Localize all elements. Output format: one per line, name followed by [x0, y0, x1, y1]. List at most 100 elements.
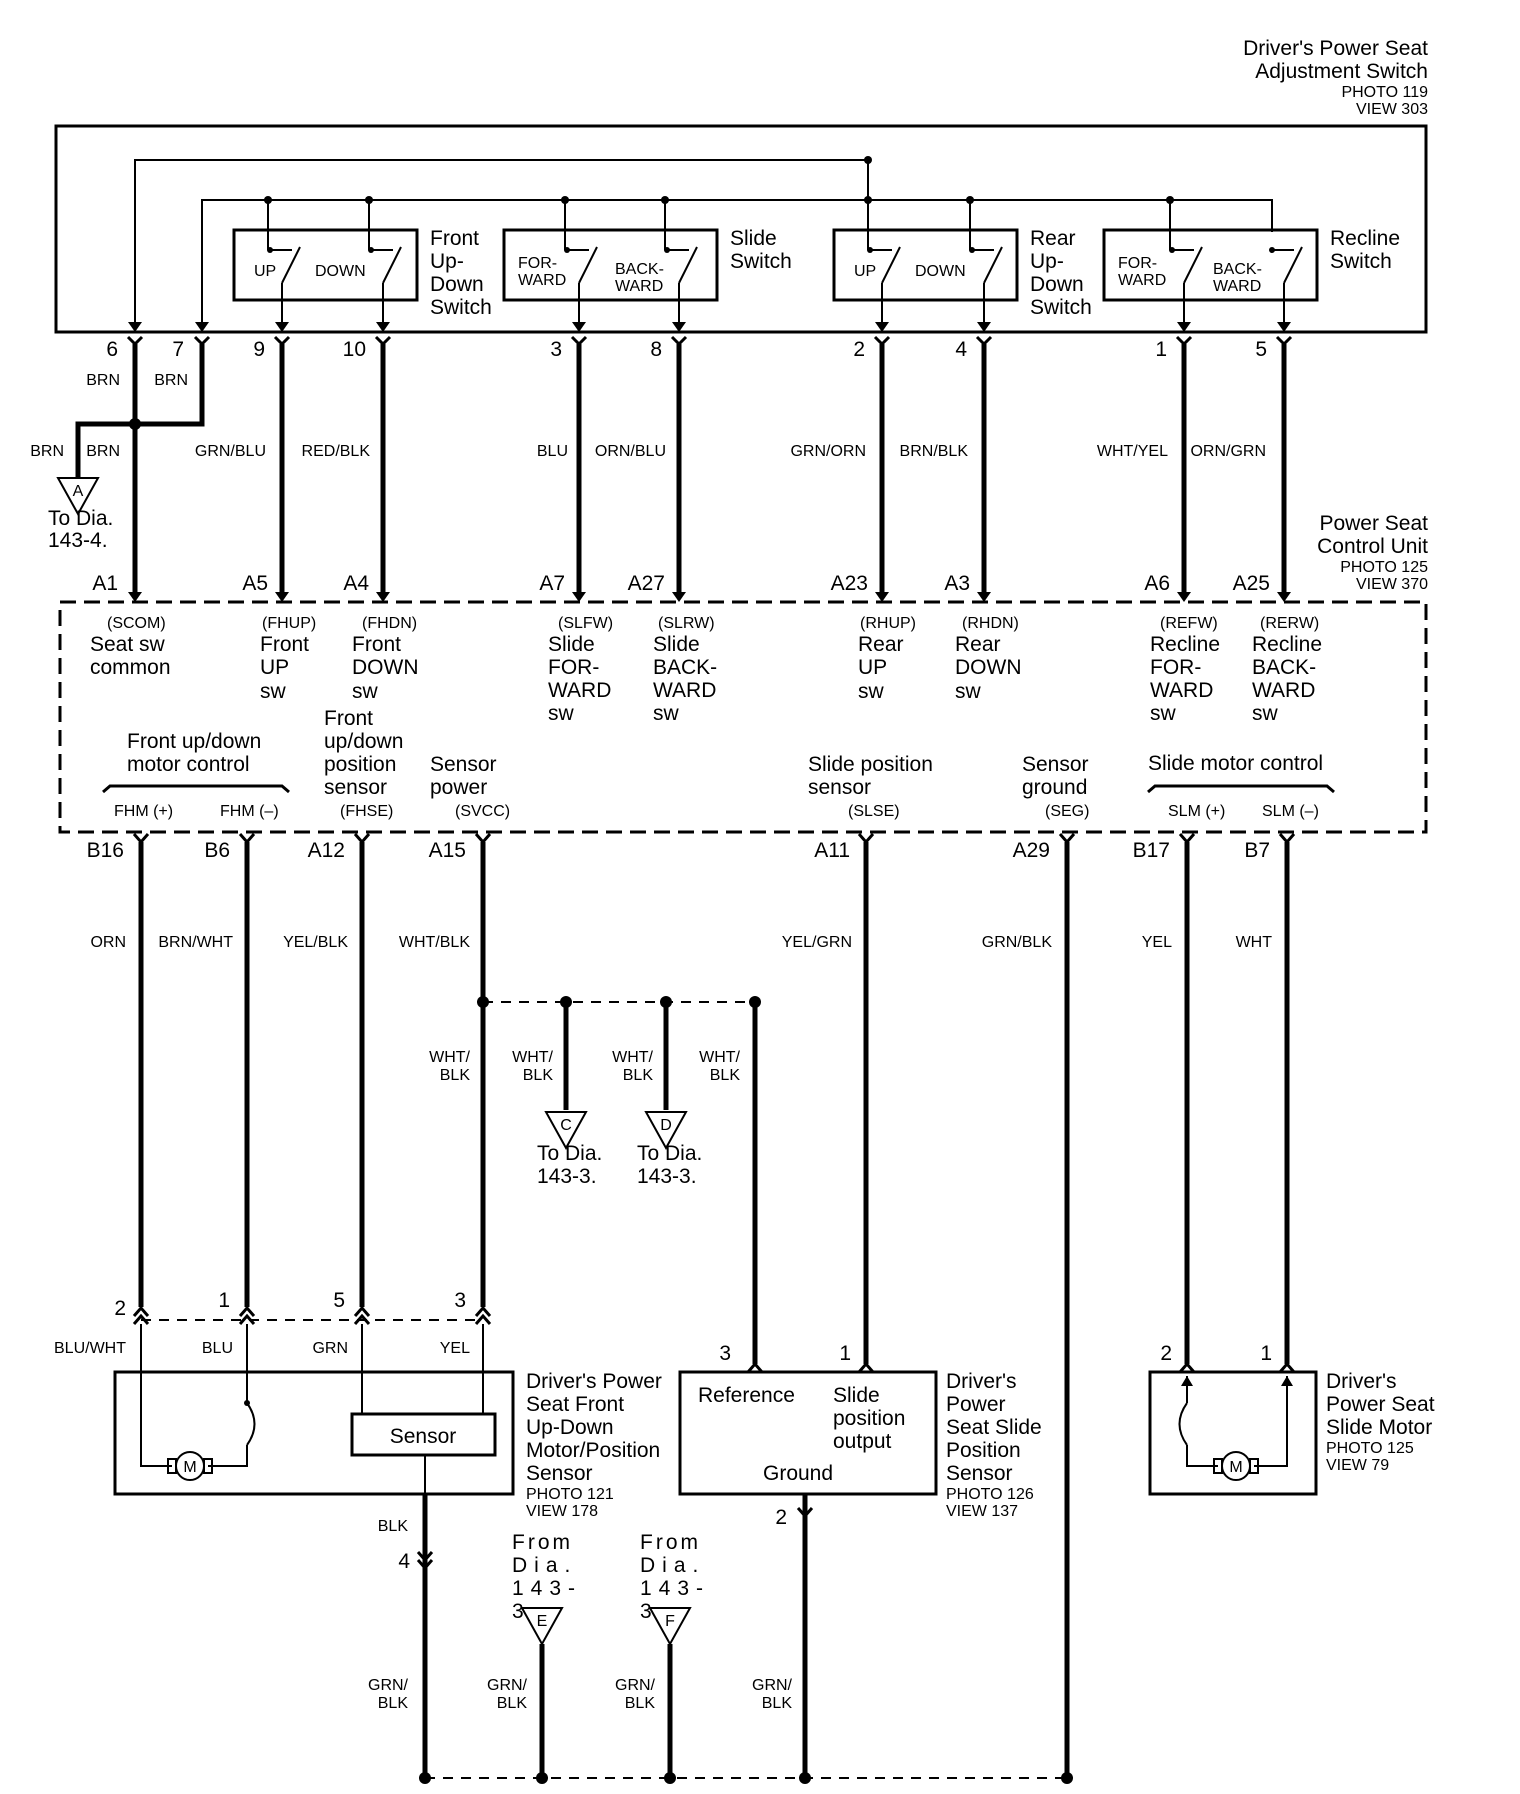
svg-text:Rear: Rear — [858, 633, 904, 656]
svg-text:FOR-: FOR- — [548, 656, 599, 679]
front-motor-connector-forks — [132, 1305, 492, 1325]
svg-text:common: common — [90, 656, 171, 679]
control-unit-box — [58, 600, 1428, 834]
svg-text:BLU: BLU — [202, 1340, 233, 1357]
slide-motor-forks — [1178, 1361, 1296, 1373]
svg-text:A6: A6 — [1144, 572, 1170, 595]
svg-text:BLK: BLK — [497, 1695, 528, 1712]
svg-text:UP: UP — [854, 263, 876, 280]
svg-text:BRN: BRN — [30, 443, 64, 460]
svg-text:WHT/YEL: WHT/YEL — [1097, 443, 1168, 460]
svg-text:Up-: Up- — [1030, 250, 1064, 273]
slide-motor-bracket — [1147, 784, 1335, 794]
svg-text:Dia.: Dia. — [512, 1554, 577, 1577]
svg-text:Sensor: Sensor — [1022, 753, 1089, 776]
svg-text:143-3.: 143-3. — [637, 1165, 697, 1188]
svg-text:Adjustment Switch: Adjustment Switch — [1255, 60, 1428, 83]
svg-text:Slide: Slide — [730, 227, 777, 250]
svg-text:Down: Down — [1030, 273, 1084, 296]
svg-text:BRN: BRN — [154, 372, 188, 389]
svg-text:position: position — [324, 753, 396, 776]
svg-text:sensor: sensor — [808, 776, 871, 799]
svg-text:2: 2 — [1160, 1342, 1172, 1365]
svg-text:To Dia.: To Dia. — [637, 1142, 702, 1165]
svg-text:Recline: Recline — [1330, 227, 1400, 250]
front-motor-internal — [140, 1372, 484, 1494]
svg-text:WARD: WARD — [615, 278, 663, 295]
signal-rerw: (RERW) Recline BACK- WARD sw — [1252, 615, 1322, 725]
upper-wire-colors: BRN BRN BRN BRN GRN/BLU RED/BLK BLU ORN/… — [30, 372, 1266, 460]
slide-motor-pins: 2 1 — [1160, 1342, 1272, 1365]
svg-text:sw: sw — [548, 702, 575, 725]
offpage-connector-c: C To Dia. 143-3. — [537, 1111, 602, 1188]
svg-text:BLK: BLK — [710, 1067, 741, 1084]
slide-motor-internal — [1178, 1376, 1288, 1467]
svg-text:1: 1 — [1155, 338, 1167, 361]
svg-text:Ground: Ground — [763, 1462, 833, 1485]
svg-text:Reference: Reference — [698, 1384, 795, 1407]
svg-text:2: 2 — [775, 1506, 787, 1529]
svg-text:A3: A3 — [944, 572, 970, 595]
svg-text:B16: B16 — [87, 839, 124, 862]
svg-text:Power Seat: Power Seat — [1319, 512, 1428, 535]
svg-text:1: 1 — [218, 1289, 230, 1312]
svg-text:3: 3 — [512, 1600, 524, 1623]
svg-text:F: F — [665, 1613, 675, 1630]
svg-text:PHOTO 125: PHOTO 125 — [1326, 1440, 1414, 1457]
svg-text:(RERW): (RERW) — [1260, 615, 1319, 632]
offpage-ground-wires — [539, 1644, 673, 1778]
svg-text:WARD: WARD — [1118, 272, 1166, 289]
svg-text:Seat Slide: Seat Slide — [946, 1416, 1042, 1439]
adjustment-switch-label: Driver's Power Seat Adjustment Switch PH… — [1243, 37, 1428, 118]
svg-text:(REFW): (REFW) — [1160, 615, 1218, 632]
svg-text:SLM (+): SLM (+) — [1168, 803, 1225, 820]
svg-text:Front up/down: Front up/down — [127, 730, 261, 753]
svg-text:BRN: BRN — [86, 372, 120, 389]
recline-switch — [1102, 228, 1319, 302]
svg-text:PHOTO 121: PHOTO 121 — [526, 1486, 614, 1503]
slide-sensor-inner-labels: Reference Slide position output Ground — [698, 1384, 905, 1485]
svg-text:VIEW 137: VIEW 137 — [946, 1503, 1018, 1520]
svg-text:Seat Front: Seat Front — [526, 1393, 624, 1416]
svg-text:Driver's: Driver's — [946, 1370, 1017, 1393]
svg-text:BACK-: BACK- — [615, 261, 664, 278]
svg-text:9: 9 — [253, 338, 265, 361]
svg-text:sw: sw — [858, 680, 885, 703]
svg-text:143-3.: 143-3. — [537, 1165, 597, 1188]
svg-text:GRN/: GRN/ — [487, 1677, 528, 1694]
svg-text:YEL: YEL — [1142, 934, 1172, 951]
svg-text:Seat sw: Seat sw — [90, 633, 166, 656]
recline-switch-labels: FOR- WARD BACK- WARD Recline Switch — [1118, 227, 1400, 295]
ground-connector-fork — [416, 1551, 434, 1571]
slide-sensor-label: Driver's Power Seat Slide Position Senso… — [946, 1370, 1042, 1520]
signal-rhdn: (RHDN) Rear DOWN sw — [955, 615, 1022, 703]
svg-text:From: From — [640, 1531, 701, 1554]
slide-switch — [502, 228, 719, 302]
svg-text:Driver's: Driver's — [1326, 1370, 1397, 1393]
control-unit-upper-terminals: A1 A5 A4 A7 A27 A23 A3 A6 A25 — [92, 572, 1270, 595]
slide-motor-arrows — [1181, 1376, 1293, 1386]
svg-text:sw: sw — [352, 680, 379, 703]
ground-bus-dots — [419, 1772, 1073, 1784]
svg-text:BLK: BLK — [378, 1695, 409, 1712]
svg-text:WARD: WARD — [548, 679, 611, 702]
svg-text:Slide motor control: Slide motor control — [1148, 752, 1323, 775]
svg-text:Driver's Power: Driver's Power — [526, 1370, 662, 1393]
svg-text:GRN/: GRN/ — [615, 1677, 656, 1694]
svg-text:Slide Motor: Slide Motor — [1326, 1416, 1432, 1439]
svg-text:(SCOM): (SCOM) — [107, 615, 166, 632]
svg-text:WARD: WARD — [1213, 278, 1261, 295]
svg-text:GRN/BLK: GRN/BLK — [982, 934, 1053, 951]
svg-text:SLM (–): SLM (–) — [1262, 803, 1319, 820]
upper-wires — [75, 344, 1287, 592]
control-unit-upper-signals: (SCOM) Seat sw common (FHUP) Front UP sw… — [90, 615, 1322, 725]
svg-text:Switch: Switch — [730, 250, 792, 273]
svg-text:DOWN: DOWN — [352, 656, 419, 679]
svg-text:Slide: Slide — [548, 633, 595, 656]
svg-text:WHT/: WHT/ — [699, 1049, 740, 1066]
front-motor-bracket — [102, 784, 290, 794]
lower-wire-colors: ORN BRN/WHT YEL/BLK WHT/BLK YEL/GRN GRN/… — [90, 934, 1272, 951]
svg-text:WHT/BLK: WHT/BLK — [399, 934, 470, 951]
signal-slfw: (SLFW) Slide FOR- WARD sw — [548, 615, 613, 725]
slide-motor-label: Driver's Power Seat Slide Motor PHOTO 12… — [1326, 1370, 1435, 1474]
